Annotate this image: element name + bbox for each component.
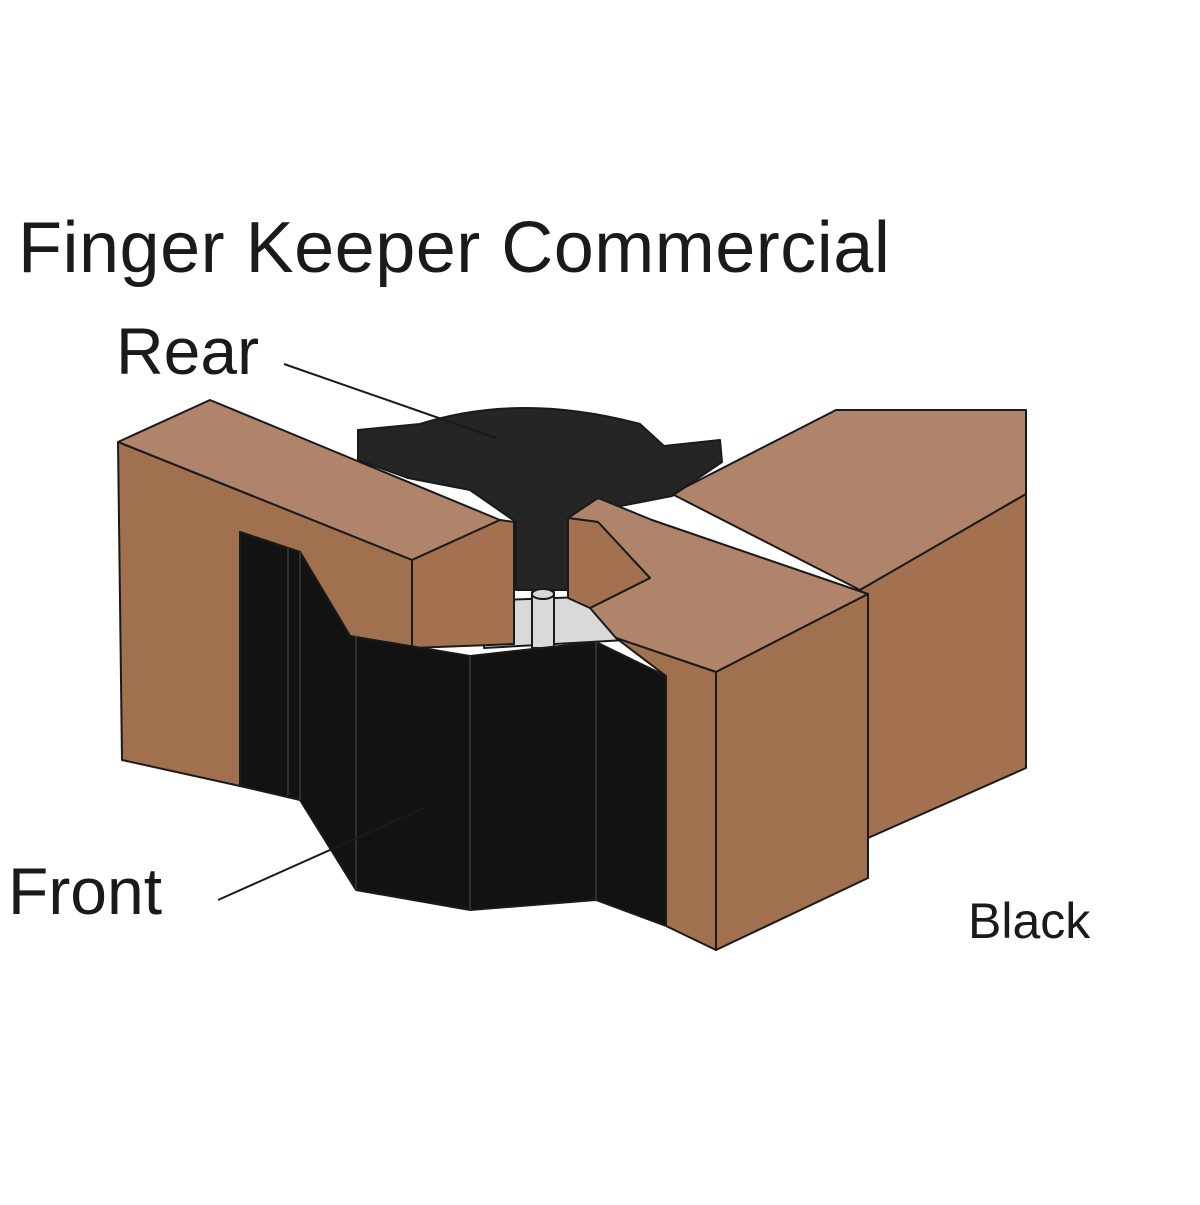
front-leader-line bbox=[217, 807, 425, 901]
rear-callout-label: Rear bbox=[116, 314, 260, 388]
front-callout-label: Front bbox=[8, 854, 163, 928]
rear-leader-line bbox=[283, 363, 497, 439]
right-door-edge-inner bbox=[567, 517, 651, 609]
diagram-title: Finger Keeper Commercial bbox=[18, 208, 891, 288]
rear-guard bbox=[357, 407, 723, 591]
hinge-pin bbox=[531, 591, 555, 649]
color-variant-label: Black bbox=[968, 893, 1091, 949]
right-door-side bbox=[715, 593, 869, 951]
left-door-edge bbox=[411, 519, 515, 649]
hinge-pin-cap bbox=[531, 588, 555, 600]
